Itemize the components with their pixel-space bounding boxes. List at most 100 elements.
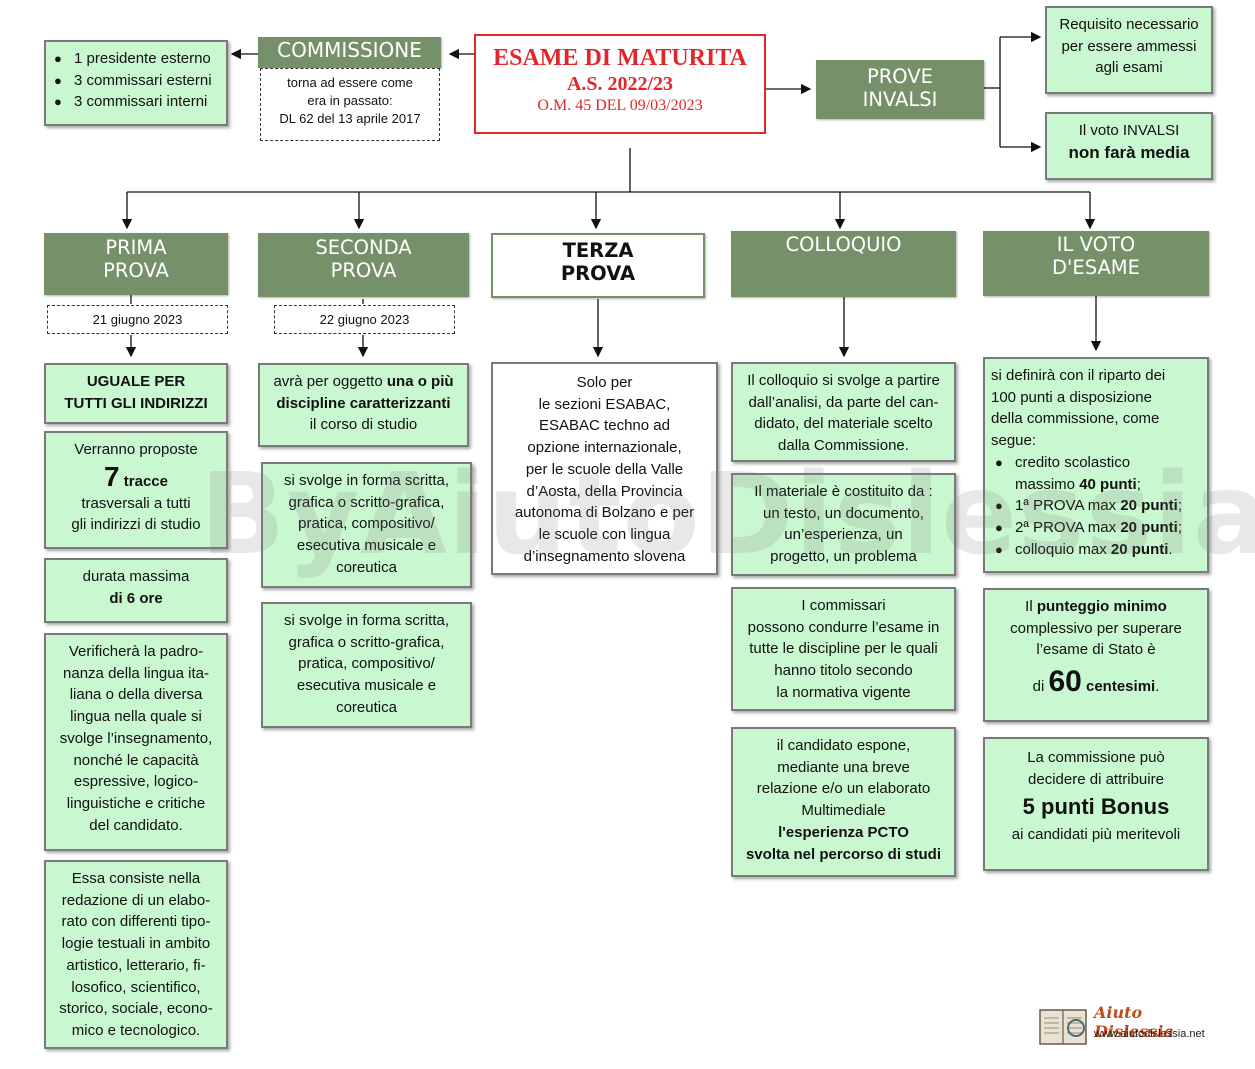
terza-header-line: TERZA bbox=[562, 239, 634, 262]
consiste-line: storico, sociale, econo- bbox=[59, 1000, 213, 1018]
main-title: ESAME DI MATURITA bbox=[493, 45, 747, 71]
voto-header: IL VOTO D'ESAME bbox=[983, 231, 1209, 296]
commissione-note-line: era in passato: bbox=[307, 93, 393, 108]
voto-minimo: Il punteggio minimo complessivo per supe… bbox=[983, 588, 1209, 722]
verifica-line: svolge l’insegnamento, bbox=[59, 729, 213, 747]
seconda-header: SECONDA PROVA bbox=[258, 233, 469, 297]
voto-item-post: . bbox=[1168, 540, 1173, 558]
voto-header-line: D'ESAME bbox=[1052, 256, 1140, 279]
forma-line: grafica o scritto-grafica, bbox=[288, 633, 445, 651]
terza-line: autonoma di Bolzano e per bbox=[514, 504, 695, 522]
colloquio-candidato: il candidato espone, mediante una breve … bbox=[731, 727, 956, 877]
consiste-line: Essa consiste nella bbox=[71, 870, 201, 887]
verifica-line: Verificherà la padro- bbox=[68, 643, 204, 660]
candidato-bold: svolta nel percorso di studi bbox=[745, 845, 942, 863]
main-ordinance: O.M. 45 DEL 09/03/2023 bbox=[537, 97, 703, 114]
prima-header-line: PRIMA bbox=[105, 236, 167, 259]
prima-consiste: Essa consiste nella redazione di un elab… bbox=[44, 860, 228, 1049]
members-list: 1 presidente esterno 3 commissari estern… bbox=[50, 48, 222, 113]
commissari-line: tutte le discipline per le quali bbox=[749, 640, 938, 658]
consiste-line: artistico, letterario, fi- bbox=[66, 956, 206, 974]
terza-header-line: PROVA bbox=[560, 262, 636, 285]
prima-date: 21 giugno 2023 bbox=[47, 305, 228, 334]
verifica-line: liana o della diversa bbox=[69, 686, 203, 704]
main-title-box: ESAME DI MATURITA A.S. 2022/23 O.M. 45 D… bbox=[474, 34, 766, 134]
minimo-unit: centesimi bbox=[1086, 678, 1156, 696]
forma-line: coreutica bbox=[336, 698, 397, 716]
commissari-line: I commissari bbox=[801, 597, 886, 614]
riparto-line: 100 punti a disposizione bbox=[991, 388, 1152, 406]
forma-line: si svolge in forma scritta, bbox=[283, 612, 450, 629]
voto-item-post: ; bbox=[1177, 497, 1182, 515]
commissari-line: la normativa vigente bbox=[776, 683, 911, 701]
terza-header: TERZA PROVA bbox=[491, 233, 705, 298]
voto-item: 2ª PROVA max 20 punti; bbox=[991, 517, 1201, 539]
invalsi-voto-line: Il voto INVALSI bbox=[1078, 122, 1180, 139]
candidato-bold: l'esperienza PCTO bbox=[778, 823, 909, 841]
colloquio-header: COLLOQUIO bbox=[731, 231, 956, 297]
minimo-line1: Il punteggio minimo bbox=[993, 596, 1199, 618]
requisito-line: per essere ammessi bbox=[1061, 37, 1197, 55]
voto-bonus: La commissione può decidere di attribuir… bbox=[983, 737, 1209, 871]
colloquio-commissari: I commissari possono condurre l’esame in… bbox=[731, 587, 956, 711]
voto-item-bold: 20 punti bbox=[1110, 540, 1169, 558]
commissione-header: COMMISSIONE bbox=[258, 37, 441, 68]
invalsi-header: PROVE INVALSI bbox=[816, 60, 984, 119]
minimo-bold: punteggio minimo bbox=[1036, 598, 1167, 615]
terza-line: per le scuole della Valle bbox=[525, 460, 684, 478]
analisi-line: didato, del materiale scelto bbox=[754, 415, 933, 433]
commissione-note: torna ad essere come era in passato: DL … bbox=[260, 68, 440, 141]
candidato-line: relazione e/o un elaborato bbox=[756, 780, 931, 798]
analisi-line: dalla Commissione. bbox=[778, 437, 909, 455]
prima-durata: durata massima di 6 ore bbox=[44, 558, 228, 623]
book-icon bbox=[1039, 1009, 1087, 1045]
requisito-line: Requisito necessario bbox=[1059, 16, 1199, 33]
consiste-line: logie testuali in ambito bbox=[61, 935, 211, 953]
terza-line: le sezioni ESABAC, bbox=[538, 395, 671, 413]
terza-line: Solo per bbox=[576, 374, 633, 391]
logo: Aiuto Dislessia www.aiutodislessia.net bbox=[1038, 1003, 1223, 1049]
terza-line: ESABAC techno ad bbox=[539, 417, 670, 435]
verifica-line: nonché le capacità bbox=[73, 751, 199, 769]
voto-header-line: IL VOTO bbox=[1056, 233, 1136, 256]
prima-verifica: Verificherà la padro- nanza della lingua… bbox=[44, 633, 228, 851]
member-item: 1 presidente esterno bbox=[50, 48, 222, 70]
colloquio-materiale: Il materiale è costituito da : un testo,… bbox=[731, 473, 956, 576]
member-item: 3 commissari interni bbox=[50, 91, 222, 113]
forma-line: pratica, compositivo/ bbox=[298, 655, 435, 673]
terza-line: le scuole con lingua bbox=[538, 525, 671, 543]
terza-line: d’insegnamento slovena bbox=[523, 547, 686, 565]
bonus-post: ai candidati più meritevoli bbox=[1011, 826, 1181, 844]
consiste-line: losofico, scientifico, bbox=[71, 978, 201, 996]
voto-item-pre: colloquio max bbox=[1015, 540, 1111, 558]
seconda-forma-1: si svolge in forma scritta, grafica o sc… bbox=[261, 462, 472, 588]
bonus-line: decidere di attribuire bbox=[1028, 770, 1164, 788]
terza-line: opzione internazionale, bbox=[527, 439, 682, 457]
durata-value: di 6 ore bbox=[109, 589, 163, 607]
analisi-line: dall’analisi, da parte del can- bbox=[748, 393, 939, 411]
voto-item-pre: credito scolastico bbox=[1015, 453, 1131, 471]
consiste-line: mico e tecnologico. bbox=[71, 1021, 201, 1039]
forma-line: esecutiva musicale e bbox=[296, 537, 437, 555]
requisito-line: agli esami bbox=[1095, 59, 1163, 77]
invalsi-voto-bold: non farà media bbox=[1068, 142, 1190, 162]
minimo-value: di 60 centesimi. bbox=[993, 665, 1199, 699]
commissari-line: hanno titolo secondo bbox=[774, 662, 913, 680]
bonus-bold: 5 punti Bonus bbox=[1022, 794, 1170, 820]
forma-line: esecutiva musicale e bbox=[296, 677, 437, 695]
voto-riparto: si definirà con il riparto dei 100 punti… bbox=[983, 357, 1209, 573]
candidato-line: il candidato espone, bbox=[776, 737, 911, 754]
voto-item-post: ; bbox=[1177, 518, 1182, 536]
voto-item-bold: 20 punti bbox=[1120, 497, 1178, 515]
verifica-line: espressive, logico- bbox=[73, 773, 199, 791]
durata-pre: durata massima bbox=[82, 568, 190, 585]
materiale-line: progetto, un problema bbox=[770, 548, 917, 566]
seconda-header-line: PROVA bbox=[330, 259, 397, 282]
invalsi-header-line: INVALSI bbox=[862, 88, 938, 111]
invalsi-voto: Il voto INVALSI non farà media bbox=[1045, 112, 1213, 180]
forma-line: coreutica bbox=[336, 558, 397, 576]
commissione-note-line: DL 62 del 13 aprile 2017 bbox=[279, 111, 421, 126]
analisi-line: Il colloquio si svolge a partire bbox=[747, 372, 940, 389]
